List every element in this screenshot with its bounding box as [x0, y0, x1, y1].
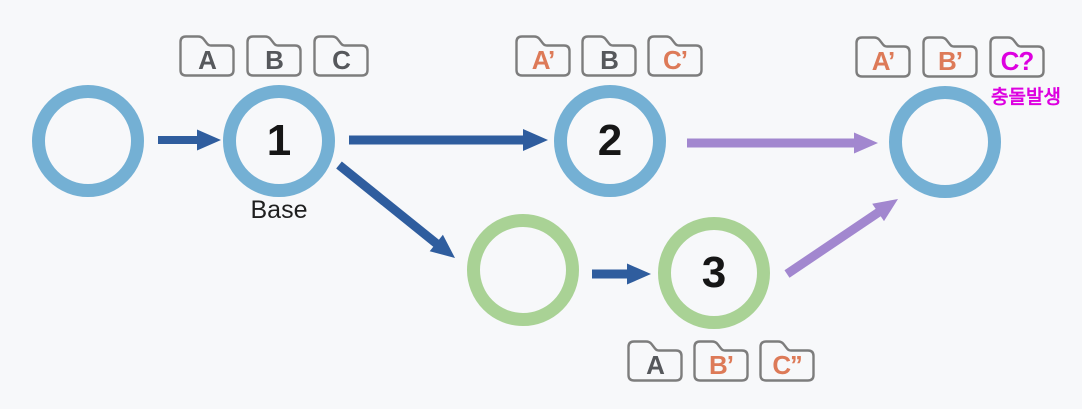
folder-icon	[989, 36, 1045, 78]
file-label: A	[198, 45, 217, 75]
folder-icon	[179, 35, 235, 77]
file-label: B’	[709, 350, 734, 380]
folder-icon	[855, 36, 911, 78]
commit-label: 3	[701, 248, 727, 297]
commit-label: 1	[266, 116, 292, 165]
folder-branch2-c: C’	[644, 31, 706, 79]
arrow-1-to-branch	[336, 161, 455, 258]
commit-node-start	[32, 85, 144, 197]
commit-label: 2	[597, 116, 623, 165]
file-label: A’	[531, 45, 556, 75]
folder-icon	[922, 36, 978, 78]
folder-icon	[627, 340, 683, 382]
file-label: C’’	[772, 350, 802, 380]
conflict-caption: 충돌발생	[991, 87, 1061, 108]
base-caption: Base	[250, 196, 308, 224]
folder-merge-b: B’	[919, 32, 981, 80]
arrow-3-to-merge	[784, 199, 898, 278]
folder-branch2-b: B	[578, 31, 640, 79]
folder-icon	[313, 35, 369, 77]
file-label: B	[600, 45, 619, 75]
file-label: C	[332, 45, 351, 75]
folder-branch2-a: A’	[512, 31, 574, 79]
folder-base-b: B	[243, 31, 305, 79]
folder-icon	[759, 340, 815, 382]
folder-icon	[246, 35, 302, 77]
folder-icon	[693, 340, 749, 382]
folder-base-c: C	[310, 31, 372, 79]
folder-icon	[581, 35, 637, 77]
file-label: B	[265, 45, 284, 75]
folder-branch3-c: C’’	[756, 336, 818, 384]
folder-merge-c: C?	[986, 32, 1048, 80]
commit-node-branch-start	[467, 214, 579, 326]
file-label: A’	[871, 46, 896, 76]
arrow-2-to-merge	[687, 132, 878, 154]
commit-node-3: 3	[658, 217, 770, 329]
folder-branch3-a: A	[624, 336, 686, 384]
folder-base-a: A	[176, 31, 238, 79]
arrow-start-to-1	[158, 129, 221, 151]
folder-icon	[515, 35, 571, 77]
file-label: B’	[938, 46, 963, 76]
commit-node-2: 2	[554, 85, 666, 197]
folder-branch3-b: B’	[690, 336, 752, 384]
folder-icon	[647, 35, 703, 77]
arrow-branch-to-3	[592, 263, 651, 285]
file-label: C?	[1000, 46, 1035, 76]
folder-merge-a: A’	[852, 32, 914, 80]
file-label: A	[646, 350, 665, 380]
file-label: C’	[663, 45, 688, 75]
arrow-1-to-2	[349, 129, 548, 151]
commit-node-1: 1	[223, 85, 335, 197]
